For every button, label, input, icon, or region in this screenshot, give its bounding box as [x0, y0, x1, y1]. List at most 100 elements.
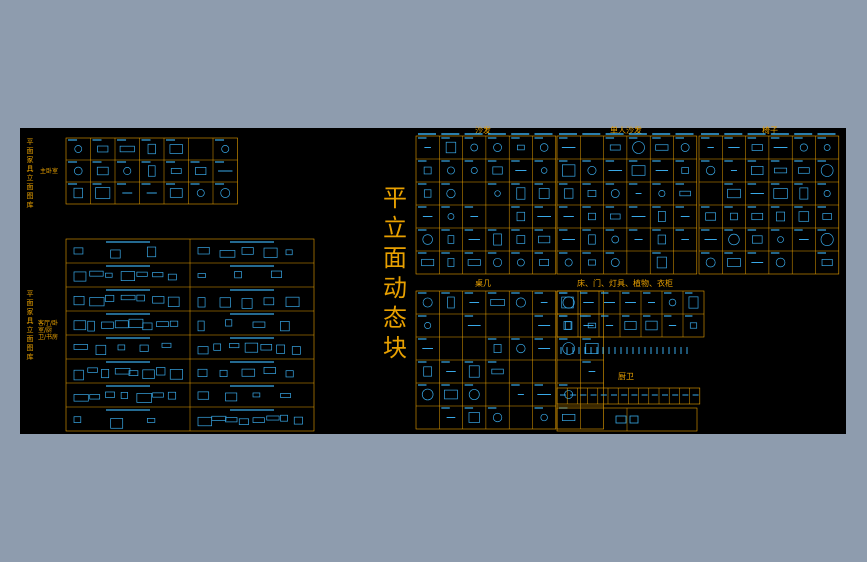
coffee-table-grid-symbol	[421, 388, 434, 401]
left-top-table-symbol	[119, 145, 135, 153]
chair-grid-symbol	[705, 257, 716, 268]
left-bottom-symbol	[266, 415, 280, 421]
sofa-grid-symbol	[470, 143, 479, 152]
chair-grid-symbol	[798, 167, 810, 174]
left-bottom-symbol	[73, 247, 84, 255]
left-top-table-symbol	[73, 187, 83, 199]
left-bottom-symbol	[270, 270, 282, 278]
chair-grid-symbol	[822, 213, 832, 220]
left-bottom-symbol	[197, 273, 206, 278]
section-title-single-sofa: 单人沙发	[610, 126, 642, 135]
left-bottom-symbol	[285, 249, 293, 256]
chair-grid-symbol	[799, 143, 808, 152]
chair-grid-symbol	[773, 188, 788, 199]
coffee-table-grid-symbol	[424, 322, 432, 329]
left-bottom-symbol	[219, 369, 228, 377]
chair-grid-symbol	[728, 233, 740, 246]
sofa-grid-symbol	[492, 166, 503, 175]
single-sofa-grid-symbol	[632, 141, 645, 154]
coffee-table-grid-symbol	[447, 296, 455, 309]
left-bottom-symbol	[87, 367, 98, 373]
chair-grid-symbol	[751, 212, 764, 221]
left-bottom-symbol	[114, 320, 129, 329]
sofa-grid-symbol	[467, 259, 481, 266]
sofa-grid-symbol	[447, 258, 455, 267]
left-bottom-symbol	[197, 247, 210, 255]
left-bottom-symbol	[213, 343, 222, 351]
sofa-grid-symbol	[447, 166, 455, 175]
sofa-grid-symbol	[447, 235, 455, 244]
left-bottom-symbol	[252, 417, 265, 423]
single-sofa-grid-symbol	[610, 213, 621, 220]
left-bottom-symbol	[293, 416, 303, 425]
coffee-table-grid-2-symbol	[562, 296, 575, 309]
bed-door-grid-symbol	[688, 296, 699, 309]
left-bottom-symbol	[89, 394, 101, 400]
left-bottom-symbol	[73, 394, 89, 402]
section-title-kitchen-bath: 厨卫	[618, 372, 634, 381]
left-bottom-symbol	[276, 344, 286, 354]
left-bottom-symbol	[139, 344, 149, 352]
left-bottom-symbol	[73, 271, 87, 282]
left-bottom-symbol	[142, 322, 153, 331]
bed-door-grid-symbol	[561, 296, 574, 309]
left-bottom-symbol	[146, 418, 156, 423]
single-sofa-grid-symbol	[588, 259, 596, 266]
coffee-table-grid-symbol	[468, 389, 480, 400]
single-sofa-grid-symbol	[680, 143, 690, 152]
single-sofa-grid-symbol	[658, 190, 666, 197]
left-bottom-symbol	[280, 393, 291, 398]
left-bottom-symbol	[101, 369, 110, 379]
sofa-grid-symbol	[540, 167, 548, 174]
coffee-table-grid-symbol	[468, 365, 480, 378]
coffee-table-grid-2-symbol	[562, 342, 575, 355]
single-sofa-grid-symbol	[588, 234, 596, 245]
left-bottom-symbol	[95, 344, 107, 355]
left-bottom-symbol	[167, 273, 177, 281]
sofa-grid-symbol	[538, 235, 551, 244]
left-top-table-symbol	[169, 188, 183, 198]
left-bottom-symbol	[211, 415, 227, 421]
left-bottom-symbol	[197, 320, 205, 332]
left-top-table-symbol	[220, 188, 231, 198]
left-bottom-symbol	[105, 272, 113, 278]
single-sofa-grid-symbol	[681, 167, 689, 174]
kitchen-bath-symbol	[629, 415, 639, 424]
sofa-grid-symbol	[538, 188, 550, 199]
left-top-vertical-label: 平面家具立面图库	[26, 138, 34, 209]
cad-model-space[interactable]: 平面家具立面图库 主卧室 平面家具立面图库 客厅/卧室/厨卫/书房 平立面动态块…	[20, 126, 846, 434]
left-top-table-symbol	[97, 145, 109, 153]
left-bottom-symbol	[110, 249, 121, 259]
left-bottom-symbol	[197, 391, 210, 400]
single-sofa-grid-symbol	[564, 258, 573, 267]
sofa-grid-symbol	[539, 258, 549, 267]
coffee-table-grid-symbol	[422, 297, 433, 308]
left-bottom-symbol	[73, 416, 82, 423]
left-bottom-symbol	[120, 392, 128, 399]
coffee-table-grid-symbol	[423, 366, 432, 377]
left-bottom-symbol	[241, 368, 256, 377]
sofa-grid-symbol	[470, 167, 478, 174]
chair-grid-symbol	[799, 187, 809, 200]
sofa-grid-symbol	[423, 166, 432, 175]
left-top-table-symbol	[195, 167, 207, 175]
single-sofa-grid-symbol	[657, 234, 666, 245]
section-title-sofa: 沙发	[475, 126, 491, 135]
left-bottom-symbol	[120, 294, 136, 301]
left-top-table-symbol	[147, 143, 156, 155]
left-bottom-symbol	[89, 297, 105, 307]
left-top-table-symbol	[74, 166, 83, 176]
left-bottom-symbol	[128, 370, 139, 376]
left-bottom-side-label: 客厅/卧室/厨卫/书房	[38, 320, 59, 341]
left-bottom-symbol	[136, 294, 145, 302]
single-sofa-grid-symbol	[611, 235, 620, 244]
left-bottom-symbol	[146, 246, 157, 258]
chair-grid-symbol	[775, 257, 786, 268]
left-bottom-symbol	[136, 393, 153, 403]
chair-grid-symbol	[820, 233, 834, 246]
left-bottom-symbol	[117, 344, 126, 351]
left-bottom-symbol	[263, 366, 276, 375]
chair-grid-symbol	[727, 258, 741, 267]
left-bottom-symbol	[167, 296, 180, 307]
coffee-table-grid-2-symbol	[562, 414, 576, 421]
